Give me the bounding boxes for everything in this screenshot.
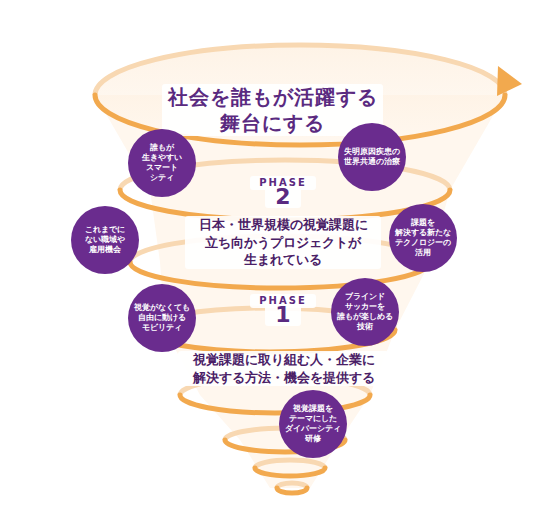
circle-text: ブラインド サッカーを 誰もが楽しめる 技術 [336,292,394,332]
spiral-arrowhead [497,66,522,96]
theme-circle: 誰もが 生きやすい スマート シティ [128,129,196,197]
ring-front-halves [95,95,505,493]
circle-text: 失明原因疾患の 世界共通の治療 [343,147,401,167]
ring-back-halves [95,45,505,488]
theme-circle: ブラインド サッカーを 誰もが楽しめる 技術 [331,278,399,346]
diagram-title: 社会を誰もが活躍する 舞台にする [162,84,383,136]
theme-circle: これまでに ない職域や 雇用機会 [71,206,139,274]
circle-text: 課題を 解決する新たな テクノロジーの 活用 [394,218,452,258]
funnel-fill [95,95,505,488]
circle-text: 視覚がなくても 自由に動ける モビリティ [133,303,191,333]
phase-number: 1 [265,304,301,326]
theme-circle: 視覚がなくても 自由に動ける モビリティ [128,284,196,352]
phase-number: 2 [265,186,301,208]
circle-text: これまでに ない職域や 雇用機会 [76,225,134,255]
phase-description: 日本・世界規模の視覚課題に 立ち向かうプロジェクトが 生まれている [185,216,381,269]
circle-text: 誰もが 生きやすい スマート シティ [133,143,191,183]
theme-circle: 課題を 解決する新たな テクノロジーの 活用 [389,204,457,272]
circle-text: 視覚課題を テーマにした ダイバーシティ 研修 [284,404,342,444]
theme-circle: 視覚課題を テーマにした ダイバーシティ 研修 [279,390,347,458]
phase-description: 視覚課題に取り組む人・企業に 解決する方法・機会を提供する [178,351,389,386]
theme-circle: 失明原因疾患の 世界共通の治療 [338,123,406,191]
